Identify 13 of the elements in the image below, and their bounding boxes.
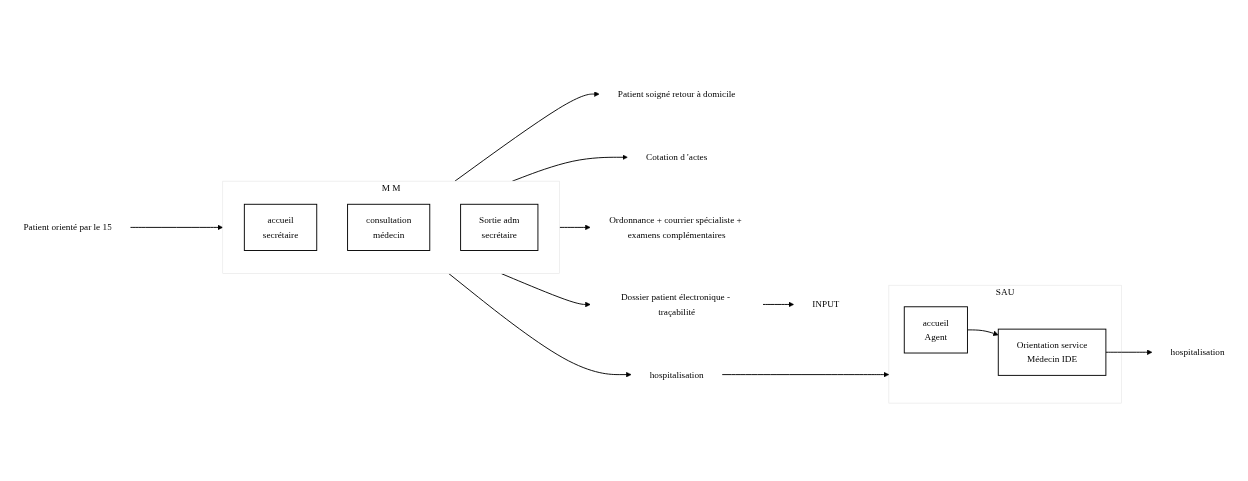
node-box: accueil Agent bbox=[903, 306, 968, 354]
node-text: hospitalisation bbox=[649, 369, 704, 380]
node-box: Orientation service Médecin IDE bbox=[997, 328, 1107, 376]
node-text: Cotation d 'actes bbox=[646, 152, 708, 163]
node-box: Sortie adm secrétaire bbox=[460, 203, 539, 251]
node-text: hospitalisation bbox=[1170, 347, 1225, 358]
node-box: accueil secrétaire bbox=[243, 203, 318, 251]
node-text: Dossier patient électronique - traçabilité bbox=[620, 292, 731, 317]
node-text: Ordonnance + courrier spécialiste + examens complémentaires bbox=[609, 215, 742, 240]
node-text: Patient orienté par le 15 bbox=[23, 222, 112, 233]
node-box: consultation médecin bbox=[347, 203, 431, 251]
node-text: Patient soigné retour à domicile bbox=[617, 88, 736, 99]
node-text: INPUT bbox=[812, 299, 840, 310]
